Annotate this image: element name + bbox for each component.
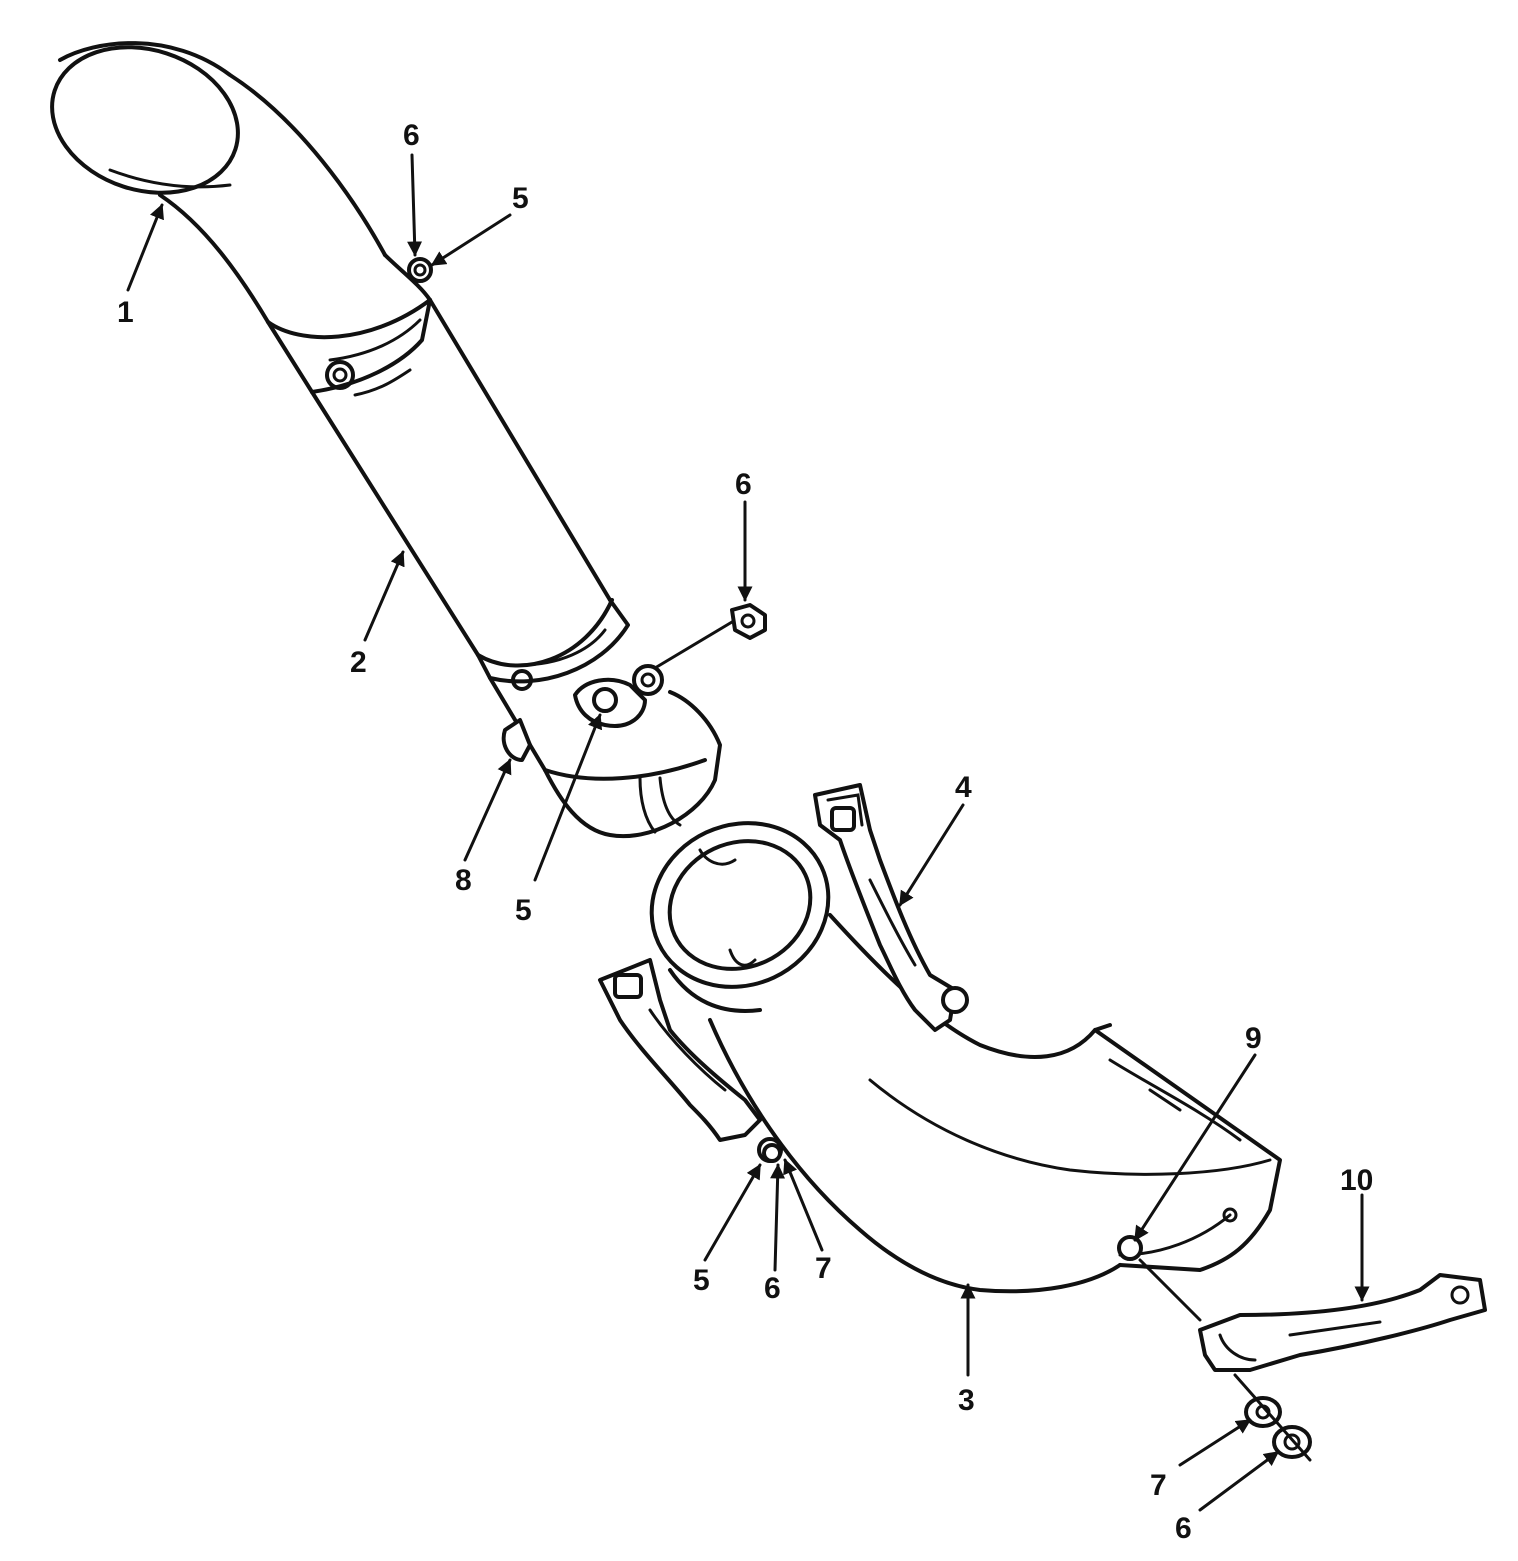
callout-3: 3: [958, 1384, 975, 1417]
callout-7-lower: 7: [815, 1252, 832, 1285]
callout-6-top: 6: [403, 119, 420, 152]
part-1-tailpipe-elbow: [50, 41, 387, 324]
left-hanger-bracket: [598, 958, 783, 1163]
part-10-rear-hanger-bracket: [1198, 1273, 1487, 1372]
callout-5-middle: 5: [515, 894, 532, 927]
callout-6-middle: 6: [735, 468, 752, 501]
callout-6-bottom: 6: [1175, 1512, 1192, 1545]
callout-6-lower: 6: [764, 1272, 781, 1305]
callout-7-bottom: 7: [1150, 1469, 1167, 1502]
callout-5-lower: 5: [693, 1264, 710, 1297]
part-3-muffler: [649, 821, 1282, 1294]
part-4-hanger-bracket: [813, 783, 969, 1032]
bolt-centerline-rear: [1138, 1258, 1312, 1462]
callout-1: 1: [117, 296, 134, 329]
hardware-nut-6-mid: [730, 603, 767, 640]
hardware-bolt-9: [1117, 1235, 1143, 1261]
callout-leaders: [126, 153, 1370, 1512]
callout-2: 2: [350, 646, 367, 679]
part-2-straight-pipe: [266, 253, 722, 839]
hardware-nut-top: [407, 257, 433, 283]
callout-8: 8: [455, 864, 472, 897]
callout-4: 4: [955, 771, 972, 804]
bolt-centerline: [653, 620, 734, 670]
callout-9: 9: [1245, 1022, 1262, 1055]
callout-10: 10: [1340, 1164, 1373, 1197]
callout-5-top: 5: [512, 182, 529, 215]
hardware-small-clamp-left: [762, 1143, 782, 1163]
